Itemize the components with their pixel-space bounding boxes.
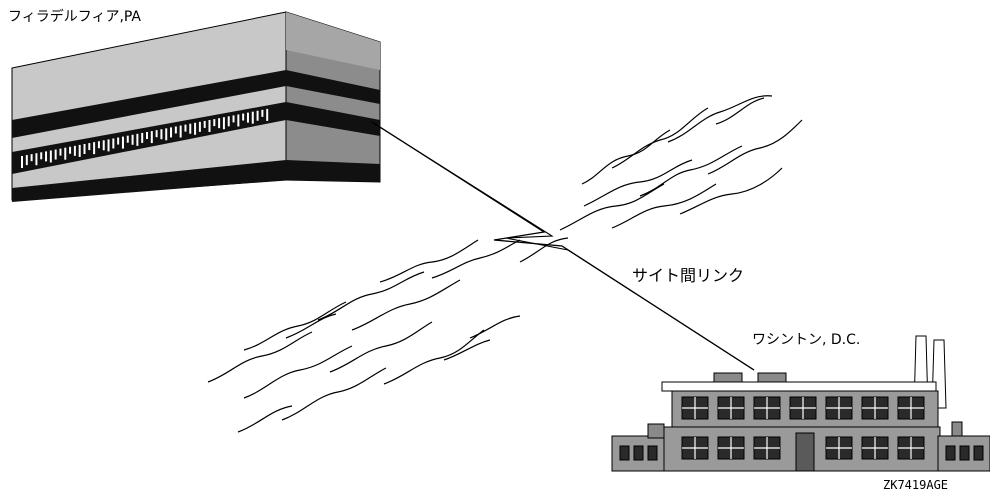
figure-code: ZK7419AGE: [883, 478, 948, 492]
site-link-label: サイト間リンク: [632, 262, 744, 286]
washington-label: ワシントン, D.C.: [752, 329, 860, 349]
office-building-icon: [12, 12, 380, 202]
philadelphia-label: フィラデルフィア,PA: [8, 6, 141, 26]
factory-icon: [612, 336, 990, 471]
lightning-link-icon: [372, 122, 754, 370]
